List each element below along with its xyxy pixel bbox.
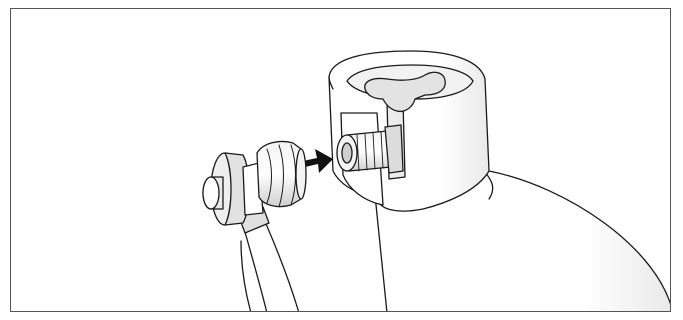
valve-outlet-bore [342,143,352,163]
illustration-frame [10,8,671,312]
arrow-right-icon [303,149,333,173]
regulator-vent-cap-face [203,177,219,209]
hose-tube [243,217,299,312]
hose-icon [239,207,299,312]
connection-arrow [303,149,333,173]
diagram-canvas [11,9,671,312]
coupling-nut-face [296,149,306,199]
hose-second-line [241,241,251,312]
regulator-icon [203,141,306,225]
